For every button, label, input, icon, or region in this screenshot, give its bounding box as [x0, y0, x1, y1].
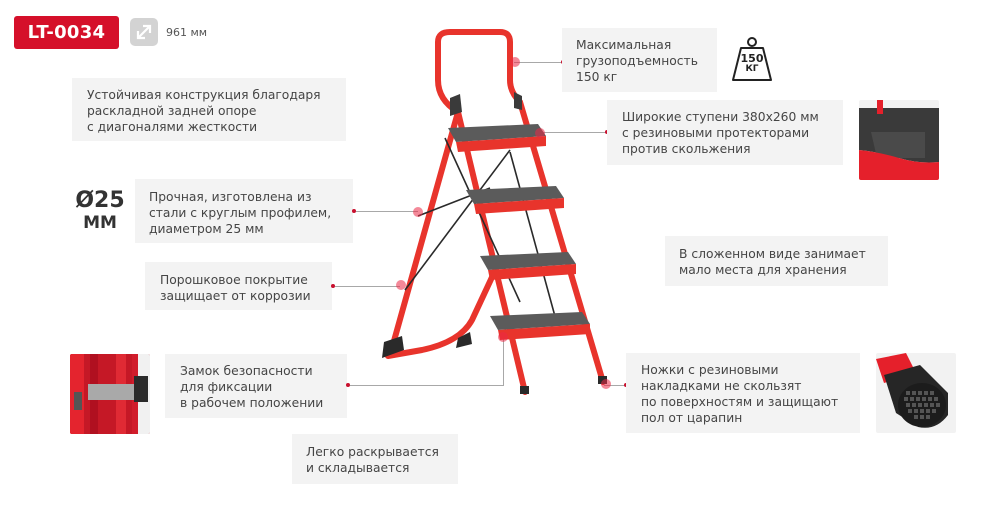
rubber-step-photo [859, 100, 939, 180]
connector-dot [352, 209, 356, 213]
diagonal-arrows-icon [130, 18, 158, 46]
feature-text: Замок безопасности для фиксации в рабоче… [180, 364, 324, 410]
feature-safety-lock: Замок безопасности для фиксации в рабоче… [165, 354, 347, 418]
connector-line [356, 211, 418, 212]
height-value: 961 мм [166, 26, 208, 39]
feature-text: Широкие ступени 380х260 мм с резиновыми … [622, 110, 819, 156]
feature-easy-fold: Легко раскрывается и складывается [292, 434, 458, 484]
feature-text: Устойчивая конструкция благодаря расклад… [87, 88, 321, 134]
feature-feet: Ножки с резиновыми накладками не скользя… [626, 353, 860, 433]
connector-dot [346, 383, 350, 387]
feature-stable-construction: Устойчивая конструкция благодаря расклад… [72, 78, 346, 141]
connector-line [350, 385, 503, 386]
connector-line [540, 132, 606, 133]
diameter-label: Ø25 мм [75, 188, 125, 234]
safety-lock-photo [70, 354, 150, 434]
feature-text: Ножки с резиновыми накладками не скользя… [641, 363, 839, 425]
feature-powder-coating: Порошковое покрытие защищает от коррозии [145, 262, 332, 310]
weight-150kg-icon: 150 КГ [729, 36, 775, 84]
rubber-foot-photo [876, 353, 956, 433]
feature-wide-steps: Широкие ступени 380х260 мм с резиновыми … [607, 100, 843, 165]
feature-text: Прочная, изготовлена из стали с круглым … [149, 190, 332, 236]
feature-text: В сложенном виде занимает мало места для… [679, 247, 866, 277]
feature-steel-profile: Прочная, изготовлена из стали с круглым … [135, 179, 353, 243]
product-code-badge: LT-0034 [14, 16, 119, 49]
feature-max-load: Максимальная грузоподъемность 150 кг [562, 28, 717, 92]
feature-text: Порошковое покрытие защищает от коррозии [160, 273, 311, 303]
connector-line [604, 385, 626, 386]
connector-line [503, 336, 504, 386]
connector-dot [331, 284, 335, 288]
connector-line [514, 62, 562, 63]
connector-line [335, 286, 400, 287]
feature-text: Легко раскрывается и складывается [306, 445, 439, 475]
step-ladder-photo [360, 20, 620, 420]
feature-compact-storage: В сложенном виде занимает мало места для… [665, 236, 888, 286]
feature-text: Максимальная грузоподъемность 150 кг [576, 38, 698, 84]
